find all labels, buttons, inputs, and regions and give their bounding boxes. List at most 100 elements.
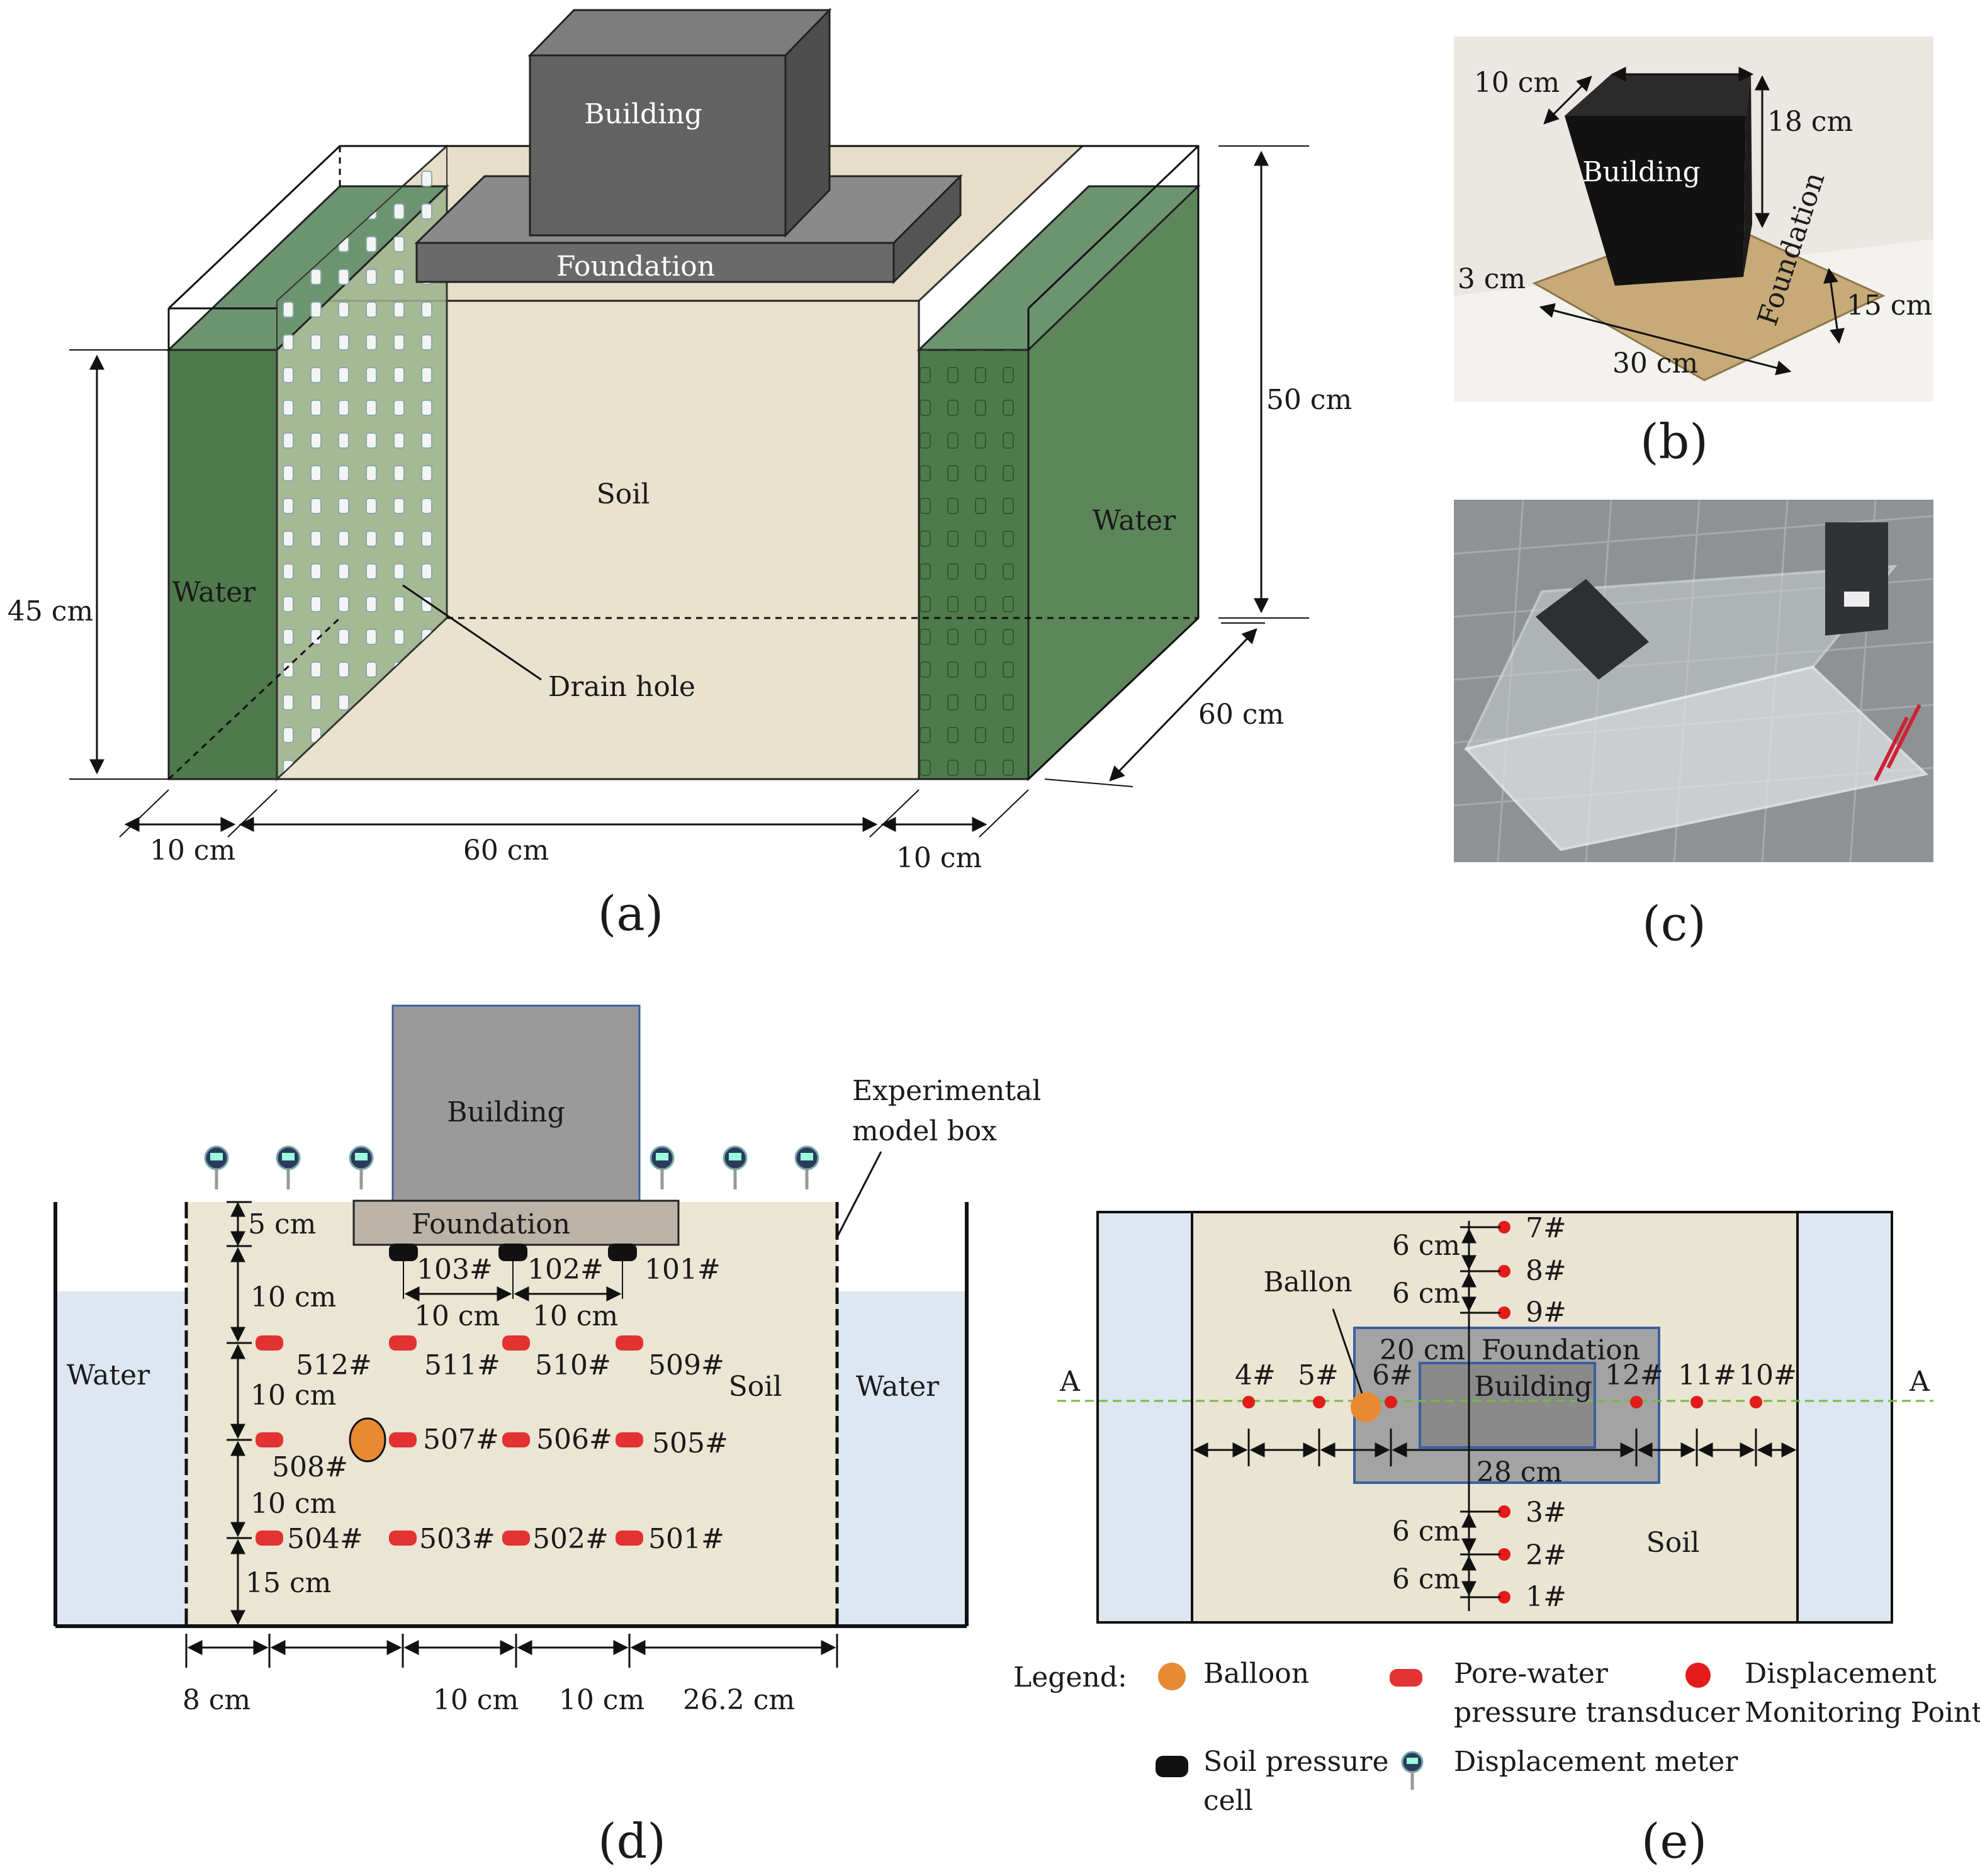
transducer-512 (256, 1335, 283, 1351)
transducer-506 (502, 1432, 530, 1447)
panel-e: A A Foundation Building 20 cm 28 cm Soil… (1013, 1211, 1980, 1869)
b-dim-30: 30 cm (1612, 347, 1698, 379)
d-bottom-8: 8 cm (183, 1684, 250, 1716)
legend-transducer-label-1: Pore-water (1454, 1658, 1609, 1690)
legend-point-label-1: Displacement (1745, 1658, 1937, 1690)
e-dim-28: 28 cm (1477, 1456, 1562, 1488)
e-vertical-dims (1460, 1226, 1500, 1598)
e-monitoring-points (1242, 1221, 1762, 1604)
point-3 (1498, 1505, 1510, 1518)
transducer-label-506: 506# (536, 1424, 612, 1456)
e-soil-label: Soil (1646, 1527, 1700, 1559)
legend: Legend: Balloon Pore-water pressure tran… (1013, 1658, 1980, 1817)
panel-b: 10 cm 18 cm Building Foundation 3 cm 15 … (1454, 37, 1933, 469)
d-bottom-26: 26.2 cm (683, 1684, 795, 1716)
transducer-label-501: 501# (648, 1523, 724, 1555)
legend-title: Legend: (1013, 1661, 1127, 1693)
point-label-3: 3# (1526, 1497, 1567, 1529)
displacement-meter-icon (723, 1145, 748, 1189)
transducer-label-509: 509# (648, 1349, 724, 1381)
transducer-label-512: 512# (296, 1349, 372, 1381)
displacement-meter-icon (650, 1145, 675, 1189)
b-building-label: Building (1582, 156, 1701, 188)
d-bottom-dims (185, 1634, 838, 1668)
e-dim-6b: 6 cm (1392, 1278, 1460, 1310)
photo-c-cube-left (1536, 579, 1649, 680)
cell-label-103: 103# (417, 1254, 493, 1286)
point-label-10: 10# (1738, 1359, 1797, 1391)
displacement-meter-icon (204, 1145, 229, 1189)
point-12 (1630, 1396, 1643, 1408)
transducer-508 (256, 1432, 283, 1447)
displacement-meter-icon (276, 1145, 301, 1189)
d-balloon (349, 1417, 386, 1463)
point-label-7: 7# (1526, 1212, 1567, 1244)
a-dim-50: 50 cm (1266, 384, 1352, 416)
a-foundation-label: Foundation (556, 250, 715, 283)
transducer-label-511: 511# (424, 1349, 500, 1381)
transducer-509 (616, 1335, 643, 1351)
transducer-504 (256, 1531, 283, 1546)
point-label-1: 1# (1526, 1581, 1567, 1613)
d-water-left-label: Water (67, 1359, 150, 1391)
transducer-505 (616, 1432, 643, 1447)
e-foundation-label: Foundation (1482, 1334, 1640, 1366)
a-dim-60-depth: 60 cm (1198, 699, 1284, 731)
d-soil-pressure-cells: 103# 102# 101# 10 cm 10 cm (389, 1244, 721, 1332)
photo-b-building-front (1565, 116, 1746, 286)
transducer-501 (616, 1531, 643, 1546)
caption-c: (c) (1642, 896, 1706, 952)
d-displacement-meters (204, 1145, 819, 1189)
panel-a: Building Foundation Soil Water Water Dra… (8, 8, 1352, 941)
legend-balloon-label: Balloon (1203, 1658, 1309, 1690)
transducer-label-510: 510# (535, 1349, 611, 1381)
legend-transducer-label-2: pressure transducer (1454, 1697, 1740, 1729)
d-dim-15: 15 cm (245, 1567, 331, 1599)
a-water-left-label: Water (172, 576, 256, 609)
displacement-meter-icon (794, 1145, 819, 1189)
foundation-slab-front (415, 242, 895, 283)
transducer-label-504: 504# (287, 1523, 363, 1555)
left-water-front (167, 349, 278, 780)
b-dim-10: 10 cm (1474, 67, 1560, 99)
d-box-label-1: Experimental (852, 1075, 1041, 1107)
legend-meter-label: Displacement meter (1454, 1746, 1738, 1778)
caption-d: (d) (598, 1813, 666, 1869)
e-building-label: Building (1474, 1371, 1592, 1403)
soil-pressure-cell-103 (389, 1244, 418, 1261)
legend-cell-label-1: Soil pressure (1203, 1746, 1389, 1778)
point-label-6: 6# (1372, 1359, 1413, 1391)
d-water-left (55, 1291, 186, 1625)
transducer-label-503: 503# (419, 1523, 495, 1555)
transducer-label-507: 507# (423, 1424, 499, 1456)
legend-point-label-2: Monitoring Point (1745, 1697, 1980, 1729)
point-2 (1498, 1548, 1510, 1561)
e-dim-6a: 6 cm (1392, 1230, 1460, 1262)
d-vertical-dims (227, 1201, 252, 1626)
e-balloon (1351, 1392, 1381, 1422)
e-section-left: A (1059, 1366, 1081, 1398)
d-foundation-label: Foundation (412, 1208, 570, 1240)
d-soil-label: Soil (729, 1371, 782, 1403)
d-water-right (837, 1291, 967, 1625)
point-label-8: 8# (1526, 1255, 1567, 1287)
caption-e: (e) (1641, 1813, 1707, 1869)
point-1 (1498, 1591, 1510, 1604)
photo-c-cube-right (1825, 522, 1888, 636)
transducer-511 (389, 1335, 417, 1351)
transducer-507 (389, 1432, 417, 1447)
point-label-5: 5# (1298, 1359, 1339, 1391)
cell-label-102: 102# (527, 1254, 604, 1286)
a-dim-60-width: 60 cm (463, 834, 549, 867)
e-water-right (1796, 1211, 1893, 1624)
d-foundation (352, 1199, 680, 1246)
point-label-11: 11# (1678, 1359, 1736, 1391)
point-label-4: 4# (1235, 1359, 1276, 1391)
building-block-front (529, 54, 787, 237)
d-building-label: Building (447, 1096, 565, 1128)
point-10 (1750, 1396, 1762, 1408)
a-dim-10-right: 10 cm (896, 842, 982, 874)
legend-point-icon (1685, 1663, 1711, 1688)
point-5 (1313, 1396, 1325, 1408)
